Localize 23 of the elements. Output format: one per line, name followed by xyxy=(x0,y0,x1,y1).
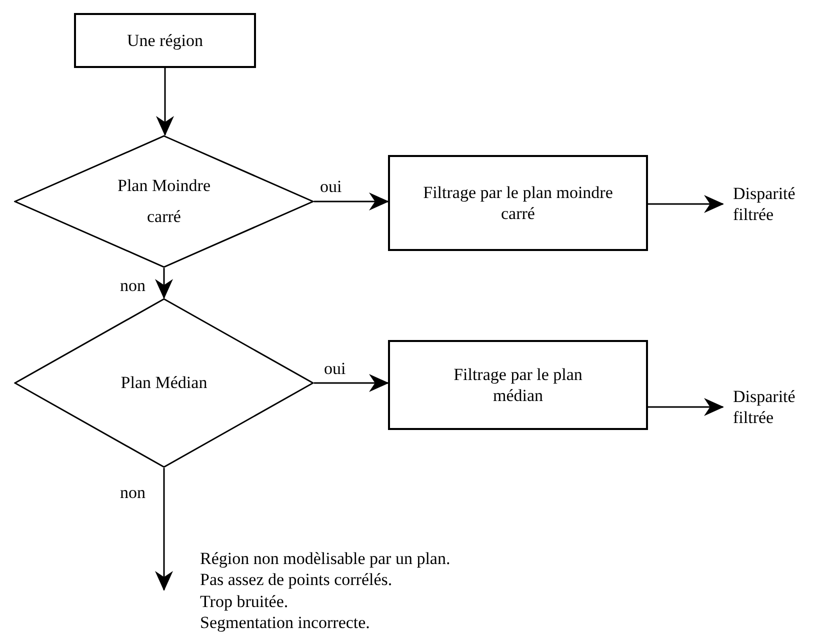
decision-diamond xyxy=(14,298,314,468)
node-text: Filtrage par le plan médian xyxy=(452,364,584,406)
process-box xyxy=(74,13,256,68)
decision-diamond xyxy=(14,135,314,268)
node-text: Une région xyxy=(126,30,203,52)
arrow xyxy=(648,398,724,416)
arrow xyxy=(314,374,389,392)
node-text: Disparité filtrée xyxy=(733,386,796,428)
node-text: Filtrage par le plan moindre carré xyxy=(422,182,614,224)
arrow xyxy=(155,268,173,299)
node-text: Trop bruitée. xyxy=(200,590,288,612)
arrow xyxy=(156,68,174,136)
node-text: Disparité filtrée xyxy=(733,183,796,226)
node-text: Pas assez de points corrélés. xyxy=(200,569,392,590)
arrow xyxy=(314,192,389,210)
arrow xyxy=(648,195,724,213)
arrow xyxy=(155,468,173,591)
node-text: Plan Moindre carré xyxy=(116,174,212,228)
node-text: Segmentation incorrecte. xyxy=(200,612,370,633)
process-box xyxy=(388,155,648,251)
node-text: Région non modèlisable par un plan. xyxy=(200,548,450,570)
process-box xyxy=(388,340,648,430)
node-text: Plan Médian xyxy=(120,372,208,394)
